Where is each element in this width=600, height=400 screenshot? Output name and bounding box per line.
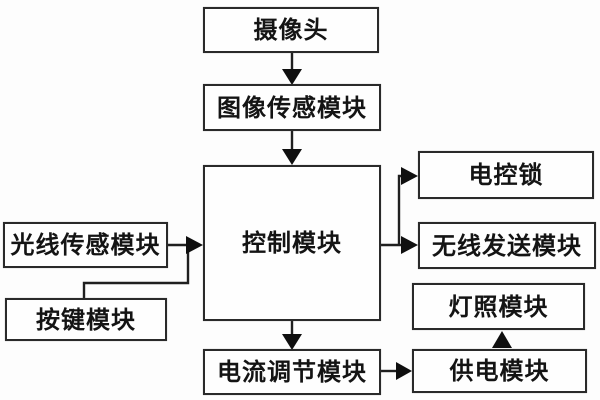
arrowhead-right-icon xyxy=(401,167,418,185)
node-wireless: 无线发送模块 xyxy=(418,222,596,269)
arrowhead-down-icon xyxy=(282,149,302,165)
arrowhead-right-icon xyxy=(396,362,412,380)
node-light-sensor-label: 光线传感模块 xyxy=(10,233,161,259)
node-camera-label: 摄像头 xyxy=(253,18,329,44)
node-power-label: 供电模块 xyxy=(449,359,550,385)
node-power: 供电模块 xyxy=(412,349,587,393)
node-light-sensor: 光线传感模块 xyxy=(3,222,168,268)
node-camera: 摄像头 xyxy=(203,7,379,53)
node-button: 按键模块 xyxy=(5,298,167,341)
node-image-sensor: 图像传感模块 xyxy=(203,84,381,131)
node-wireless-label: 无线发送模块 xyxy=(432,233,582,260)
node-button-label: 按键模块 xyxy=(36,307,136,334)
node-electric-lock: 电控锁 xyxy=(418,151,594,199)
arrowhead-right-icon xyxy=(401,236,418,254)
arrowhead-down-icon xyxy=(282,334,302,350)
arrowhead-right-icon xyxy=(186,236,203,254)
node-lighting-label: 灯照模块 xyxy=(448,294,549,321)
node-current-regulator: 电流调节模块 xyxy=(203,349,381,395)
node-electric-lock-label: 电控锁 xyxy=(468,163,544,189)
node-image-sensor-label: 图像传感模块 xyxy=(217,95,367,122)
node-control-label: 控制模块 xyxy=(242,231,342,257)
node-control: 控制模块 xyxy=(203,165,381,321)
node-lighting: 灯照模块 xyxy=(412,283,585,330)
arrowhead-up-icon xyxy=(492,331,512,348)
arrowhead-down-icon xyxy=(282,69,302,85)
node-current-regulator-label: 电流调节模块 xyxy=(217,360,367,386)
edge-control-branch xyxy=(381,174,402,247)
